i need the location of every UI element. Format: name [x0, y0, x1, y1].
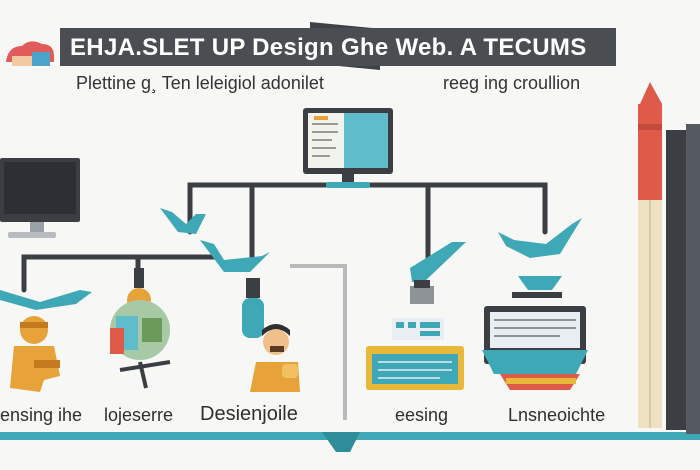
keyboard-icon [366, 318, 464, 390]
person-icon [10, 316, 60, 392]
title-banner: EHJA.SLET UP Design Ghe Web. A TECUMS [60, 28, 616, 66]
stage-label-4: eesing [395, 405, 449, 425]
cloud-icon [6, 41, 54, 66]
subtitle-right: reeg ing croullion [443, 73, 581, 93]
tower-icon [666, 124, 700, 434]
connector-lines [21, 175, 548, 293]
subtitle-left: Plettine g¸ Ten leleigiol adonilet [76, 73, 324, 93]
monitor-icon [303, 108, 393, 188]
rocket-icon [638, 82, 662, 428]
printer-icon [410, 280, 434, 304]
page-title: EHJA.SLET UP Design Ghe Web. A TECUMS [70, 34, 587, 61]
microscope-icon [110, 268, 171, 389]
arrow-marks [0, 208, 582, 310]
timeline-marker [322, 432, 360, 452]
stage-label-3: Desienjoile [200, 403, 298, 425]
book-icon [482, 276, 588, 390]
designer-icon [242, 278, 300, 392]
stage-label-2: lojeserre [104, 405, 174, 425]
stage-label-1: ensing ihe [0, 405, 83, 425]
stage-label-5: Lnsneoichte [508, 405, 606, 425]
desktop-icon [0, 158, 80, 238]
